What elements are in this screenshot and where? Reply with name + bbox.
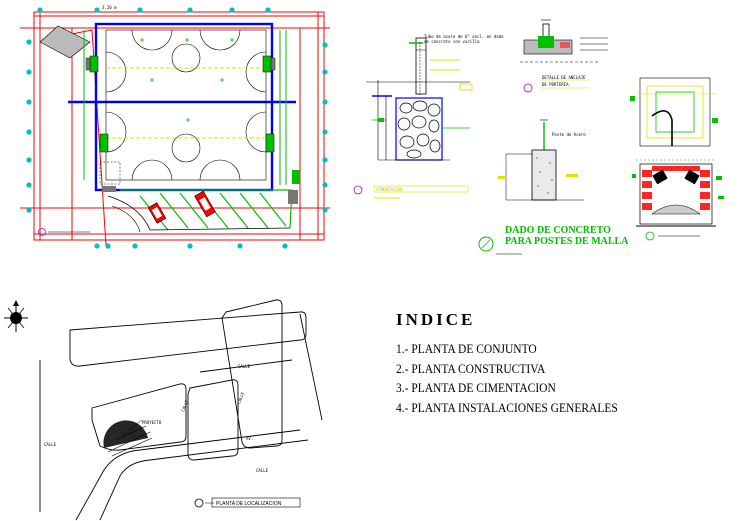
indice-title: INDICE	[396, 310, 476, 329]
detalle-anclaje-title: DETALLE DE ANCLAJE	[542, 75, 586, 80]
planta-de-localizacion: PROYECTO CALLE AV. CALLE CALLE CALLE CAL…	[4, 299, 323, 521]
indice-item: 2.- PLANTA CONSTRUCTIVA	[396, 361, 546, 376]
street-label: AV.	[246, 436, 253, 441]
proyecto-label: PROYECTO	[142, 420, 162, 425]
nota-tubo-2: de concreto con varilla	[424, 39, 480, 44]
detalle-porteria	[630, 77, 724, 241]
nota-tubo: Tubo de acero de 6" ancl. en dado	[424, 34, 504, 39]
parked-car	[147, 202, 167, 224]
parked-car	[194, 190, 216, 218]
indice-item: 3.- PLANTA DE CIMENTACION	[396, 381, 556, 395]
caption-cimentacion: CIMENTACION	[376, 187, 403, 192]
detalle-cimentacion: Tubo de acero de 6" ancl. en dado de con…	[353, 34, 504, 199]
dado-subtitle: PARA POSTES DE MALLA	[505, 236, 629, 247]
detalle-anclaje: DETALLE DE ANCLAJE DE PORTERIA	[520, 19, 608, 93]
street-label: CALLE	[236, 391, 245, 405]
street-label: CALLE	[180, 399, 189, 413]
indice-panel: INDICE 1.- PLANTA DE CONJUNTO 2.- PLANTA…	[392, 308, 722, 418]
indice-item: 1.- PLANTA DE CONJUNTO	[396, 342, 537, 356]
street-label: CALLE	[238, 364, 251, 369]
street-label: CALLE	[44, 442, 57, 447]
poste-note: Poste de Acero	[552, 132, 586, 137]
dado-title: DADO DE CONCRETO	[505, 225, 611, 236]
localizacion-caption: PLANTA DE LOCALIZACION	[216, 501, 282, 507]
indice-list: 1.- PLANTA DE CONJUNTO 2.- PLANTA CONSTR…	[396, 340, 637, 418]
indice-item: 4.- PLANTA INSTALACIONES GENERALES	[396, 400, 618, 415]
north-arrow-icon	[4, 300, 28, 332]
detalle-anclaje-sub: DE PORTERIA	[542, 82, 569, 87]
dimension-label: 3.20 m	[102, 5, 117, 10]
planta-de-conjunto: 3.20 m	[20, 5, 330, 249]
street-label: CALLE	[256, 468, 269, 473]
detalle-dado-concreto: Poste de Acero DADO DE CONCRETO PARA POS…	[478, 119, 629, 255]
